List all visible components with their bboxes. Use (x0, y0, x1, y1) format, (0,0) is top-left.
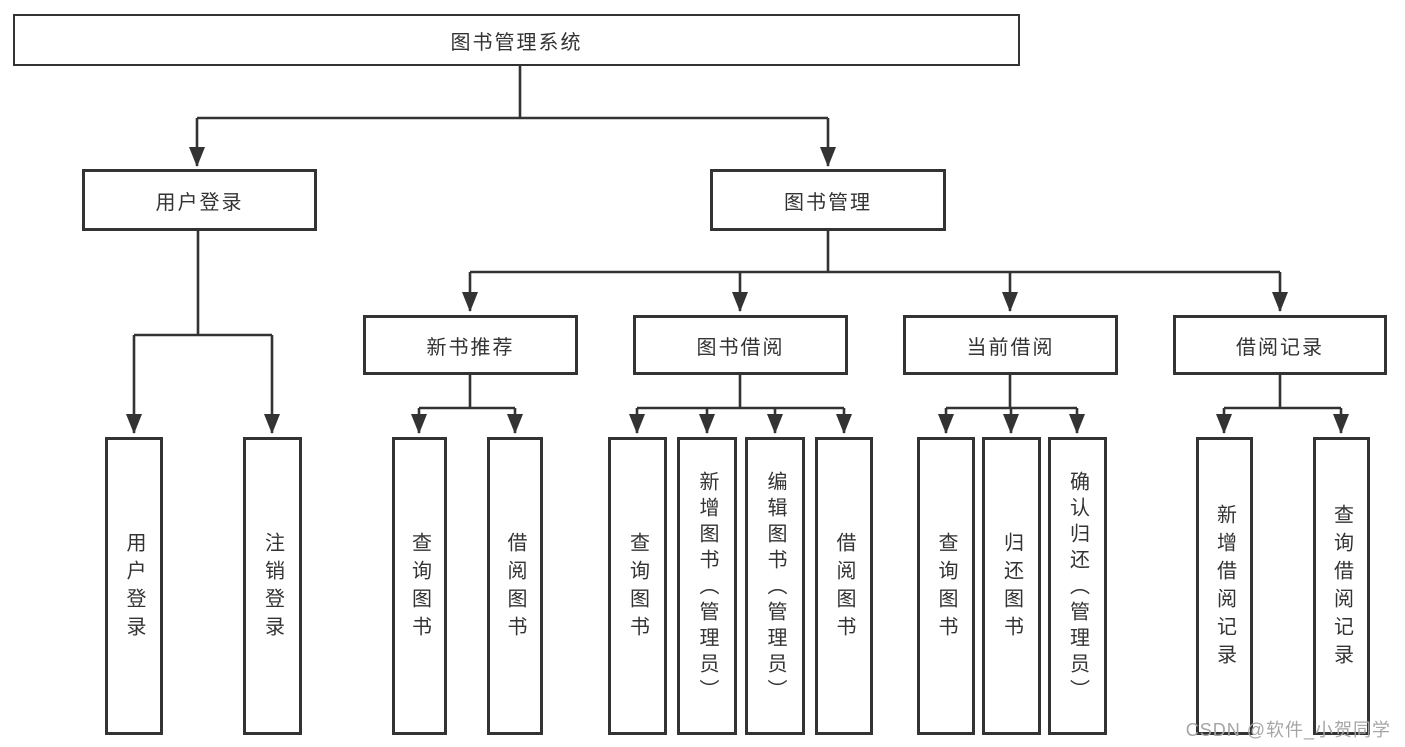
leaf-add-books-admin: 新增图书（管理员） (677, 437, 737, 735)
leaf-query-books-borrow: 查询图书 (608, 437, 667, 735)
node-borrow-record: 借阅记录 (1173, 315, 1387, 375)
watermark: CSDN @软件_小贺同学 (1185, 720, 1391, 740)
node-book-management: 图书管理 (710, 169, 946, 231)
leaf-borrow-books: 借阅图书 (815, 437, 873, 735)
node-book-borrow: 图书借阅 (633, 315, 848, 375)
leaf-query-books-recommend: 查询图书 (392, 437, 447, 735)
leaf-query-books-current: 查询图书 (917, 437, 975, 735)
leaf-confirm-return-admin: 确认归还（管理员） (1048, 437, 1107, 735)
leaf-add-borrow-record: 新增借阅记录 (1196, 437, 1253, 735)
node-current-borrow: 当前借阅 (903, 315, 1118, 375)
node-user-login: 用户登录 (82, 169, 317, 231)
leaf-logout: 注销登录 (243, 437, 302, 735)
leaf-user-login: 用户登录 (105, 437, 163, 735)
node-new-book-recommend: 新书推荐 (363, 315, 578, 375)
leaf-borrow-books-recommend: 借阅图书 (487, 437, 543, 735)
leaf-return-books: 归还图书 (982, 437, 1041, 735)
leaf-edit-books-admin: 编辑图书（管理员） (745, 437, 805, 735)
node-library-management-system: 图书管理系统 (13, 14, 1020, 66)
leaf-query-borrow-record: 查询借阅记录 (1313, 437, 1370, 735)
